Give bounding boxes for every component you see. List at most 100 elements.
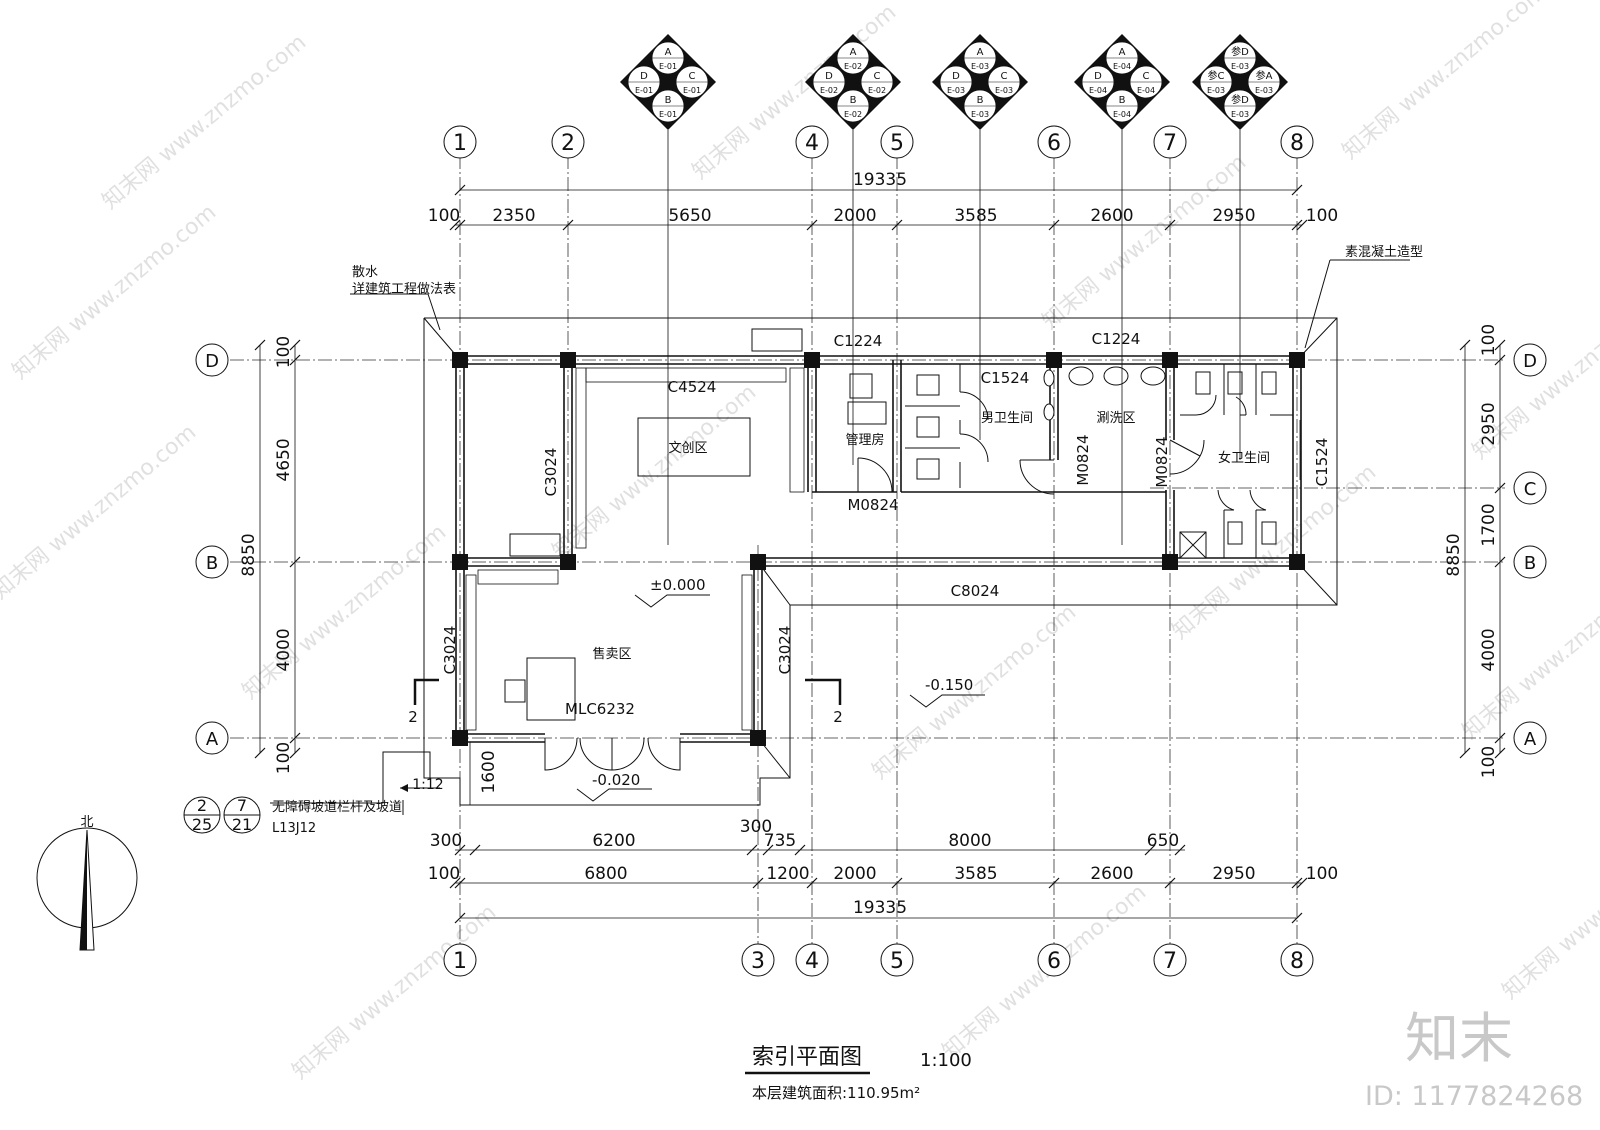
elevation-sheet: E-03 (1231, 110, 1249, 119)
ramp-arrow (400, 784, 408, 792)
dim-bot1-seg: 300 (740, 817, 772, 837)
ramp-slope: 1:12 (412, 777, 443, 793)
axis-top-5: 5 (890, 131, 904, 156)
axis-left-A: A (206, 729, 219, 750)
dim-right-seg: 4000 (1479, 628, 1499, 671)
index-bot-b: 21 (232, 815, 252, 834)
opening-c1524: C1524 (1313, 438, 1331, 487)
elevation-sheet: E-03 (1207, 86, 1225, 95)
axis-bottom-6: 6 (1047, 949, 1061, 974)
dim-right-seg: 1700 (1479, 503, 1499, 546)
elevation-letter: A (1119, 47, 1126, 58)
elevation-letter: C (689, 71, 696, 82)
text-layer: 1 2 4 5 6 7 8 1 3 4 5 6 7 8 D B A D C B … (80, 131, 1583, 1112)
room-nvwei: 女卫生间 (1218, 450, 1270, 466)
opening-m0824: M0824 (1153, 436, 1171, 487)
dim-top-seg: 5650 (668, 206, 711, 226)
index-bot-a: 25 (192, 815, 212, 834)
dimension-lines (259, 189, 1501, 919)
opening-c3024: C3024 (441, 626, 459, 675)
dim-top-seg: 2350 (492, 206, 535, 226)
axis-bottom-5: 5 (890, 949, 904, 974)
note-concrete: 素混凝土造型 (1345, 244, 1423, 260)
ramp-note: 无障碍坡道栏杆及坡道 (272, 800, 402, 815)
note-sanshui-ref: 详建筑工程做法表 (352, 281, 456, 297)
axis-left-D: D (205, 351, 219, 372)
elevation-letter: A (665, 47, 672, 58)
dim-bot2-seg: 1200 (766, 864, 809, 884)
opening-c3024: C3024 (542, 448, 560, 497)
watermark-brand: 知末 (1405, 1007, 1513, 1070)
elevation-letter: 参D (1231, 93, 1249, 106)
opening-c8024: C8024 (951, 582, 1000, 600)
dim-left-seg: 4650 (274, 438, 294, 481)
room-shuxi: 涮洗区 (1096, 411, 1135, 426)
dim-left-seg: 100 (274, 336, 294, 368)
opening-c3024: C3024 (776, 626, 794, 675)
axis-bottom-8: 8 (1290, 949, 1304, 974)
elevation-sheet: E-04 (1113, 62, 1131, 71)
room-wenchuang: 文创区 (668, 441, 707, 456)
dimension-ticks (254, 184, 1506, 924)
dim-bot1-seg: 735 (764, 831, 796, 851)
dim-right-seg: 2950 (1479, 402, 1499, 445)
toilet-partitions (905, 364, 1293, 558)
dim-bot1-seg: 300 (430, 831, 462, 851)
room-nanwei: 男卫生间 (981, 411, 1033, 426)
dim-bot2-seg: 2950 (1212, 864, 1255, 884)
opening-c1524: C1524 (981, 369, 1030, 387)
dim-left-extra: 1600 (479, 750, 499, 793)
north-label: 北 (80, 815, 93, 830)
axis-right-C: C (1524, 479, 1537, 500)
door-swings (544, 439, 1205, 771)
dim-left-seg: 4000 (274, 628, 294, 671)
elevation-letter: B (665, 95, 672, 106)
axis-bottom-1: 1 (453, 949, 467, 974)
dim-bot2-seg: 2600 (1090, 864, 1133, 884)
axis-right-D: D (1523, 351, 1537, 372)
axis-bubbles (195, 125, 1547, 977)
ramp-atlas: L13J12 (272, 821, 316, 836)
elevation-sheet: E-02 (844, 110, 862, 119)
dim-top-seg: 2600 (1090, 206, 1133, 226)
elevation-letter: C (1001, 71, 1008, 82)
axis-top-8: 8 (1290, 131, 1304, 156)
dim-left-seg: 100 (274, 742, 294, 774)
axis-top-7: 7 (1163, 131, 1177, 156)
elevation-letter: B (977, 95, 984, 106)
elevation-sheet: E-03 (971, 62, 989, 71)
dim-bot2-seg: 100 (428, 864, 460, 884)
elevation-letter: A (850, 47, 857, 58)
section-label-left: 2 (408, 708, 418, 726)
elevation-sheet: E-01 (659, 62, 677, 71)
dim-bot1-seg: 8000 (948, 831, 991, 851)
dim-top-seg: 2950 (1212, 206, 1255, 226)
elevation-sheet: E-03 (947, 86, 965, 95)
watermark-text: 知末网 www.znzmo.com (238, 520, 451, 705)
elevation-leaders (667, 130, 1241, 545)
elevation-sheet: E-01 (683, 86, 701, 95)
dim-bot1-seg: 6200 (592, 831, 635, 851)
axis-top-2: 2 (561, 131, 575, 156)
elevation-sheet: E-01 (659, 110, 677, 119)
axis-left-B: B (206, 553, 218, 574)
dim-bot2-seg: 2000 (833, 864, 876, 884)
axis-bottom-7: 7 (1163, 949, 1177, 974)
section-marks (413, 678, 842, 705)
watermark-id: ID: 1177824268 (1365, 1081, 1583, 1112)
elevation-sheet: E-02 (820, 86, 838, 95)
axis-top-1: 1 (453, 131, 467, 156)
dim-right-seg: 100 (1479, 324, 1499, 356)
dim-bot2-seg: 100 (1306, 864, 1338, 884)
dim-bottom-total: 19335 (853, 898, 907, 918)
floor-area: 本层建筑面积:110.95m² (752, 1084, 920, 1102)
elevation-sheet: E-04 (1113, 110, 1131, 119)
opening-c1224: C1224 (1092, 330, 1141, 348)
elevation-letter: C (874, 71, 881, 82)
axis-right-A: A (1524, 729, 1537, 750)
axis-bottom-3: 3 (751, 949, 765, 974)
dim-top-seg: 100 (1306, 206, 1338, 226)
